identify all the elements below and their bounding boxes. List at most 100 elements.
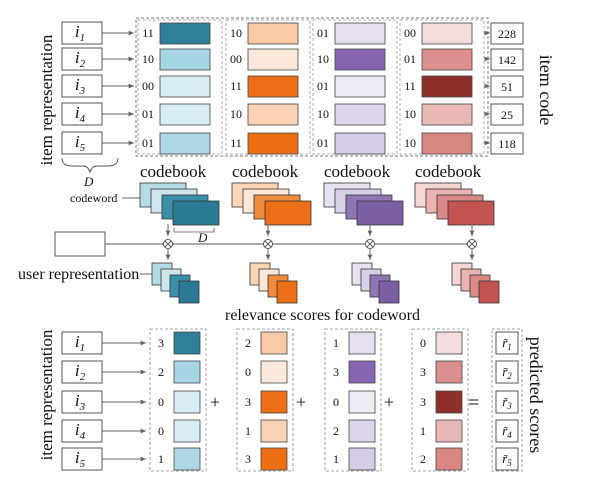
- bottom-score-3-4: 2: [333, 424, 339, 438]
- mult-cross-3: [366, 240, 374, 248]
- top-item-label-1: i1: [75, 22, 85, 44]
- top-item-label-5: i5: [75, 132, 86, 154]
- mult-cross-1: [164, 240, 172, 248]
- top-code-3-5: 01: [317, 136, 329, 150]
- top-code-2-3: 11: [230, 79, 242, 93]
- bottom-score-3-1: 1: [333, 336, 339, 350]
- bottom-item-label-5-sub: 5: [80, 458, 86, 470]
- top-item-label-1-symbol: i: [75, 22, 80, 41]
- item-code-box-5: [490, 132, 524, 155]
- top-item-label-4: i4: [75, 103, 86, 125]
- top-code-1-2: 10: [142, 52, 154, 66]
- predicted-symbol-3: r̃: [502, 394, 509, 409]
- predicted-score-boxes: r̃1r̃2r̃3r̃4r̃5: [491, 328, 523, 472]
- bottom-score-column-2: [236, 328, 294, 472]
- codebook-3-layer-4: [356, 200, 404, 226]
- relevance-2-layer-4: [276, 280, 298, 304]
- top-item-label-2-sub: 2: [80, 58, 86, 70]
- bottom-score-4-3: 3: [420, 395, 426, 409]
- top-code-4-4: 10: [404, 107, 416, 121]
- codebook-label-2: codebook: [232, 162, 299, 181]
- bottom-score-1-3: 0: [158, 395, 164, 409]
- predicted-box-1: [495, 331, 519, 355]
- top-cell-4-4: [421, 103, 473, 126]
- bottom-score-4-1: 0: [420, 336, 426, 350]
- bottom-cell-1-3: [173, 390, 201, 414]
- top-cell-2-1: [247, 22, 299, 45]
- bottom-item-label-4-sub: 4: [80, 430, 86, 442]
- item-code-value-4: 25: [501, 108, 513, 122]
- top-cell-4-5: [421, 132, 473, 155]
- top-code-4-2: 01: [404, 52, 416, 66]
- bottom-score-column-4: [411, 328, 469, 472]
- top-code-1-4: 01: [142, 107, 154, 121]
- top-item-label-5-sub: 5: [80, 142, 86, 154]
- item-code-value-5: 118: [498, 137, 516, 151]
- codeword-label: codeword: [70, 191, 117, 205]
- top-code-3-4: 10: [317, 107, 329, 121]
- bottom-item-label-4: i4: [75, 420, 86, 442]
- top-cell-3-4: [334, 103, 386, 126]
- item-code-box-3: [490, 75, 524, 98]
- top-cell-4-2: [421, 48, 473, 71]
- top-item-label-4-symbol: i: [75, 103, 80, 122]
- codebook-label-1: codebook: [140, 162, 207, 181]
- bottom-item-label-1: i1: [75, 332, 85, 354]
- top-code-4-1: 00: [404, 26, 416, 40]
- top-code-1-5: 01: [142, 136, 154, 150]
- top-item-label-3: i3: [75, 75, 86, 97]
- top-code-1-1: 11: [142, 26, 154, 40]
- codebook-1-layer-4: [172, 200, 220, 226]
- bottom-cell-1-2: [173, 360, 201, 384]
- item-code-box-4: [490, 103, 524, 126]
- item-code-box-1: [490, 22, 524, 45]
- top-item-label-3-sub: 3: [79, 85, 86, 97]
- predicted-box-4: [495, 419, 519, 443]
- predicted-label-5: r̃5: [502, 451, 512, 468]
- dim-bracket: [173, 228, 215, 233]
- item-code-label: item code: [536, 55, 556, 125]
- top-code-2-1: 10: [230, 26, 242, 40]
- top-cell-1-1: [159, 22, 211, 45]
- bottom-item-label-4-symbol: i: [75, 420, 80, 439]
- top-cell-2-5: [247, 132, 299, 155]
- bottom-score-2-3: 3: [245, 395, 251, 409]
- bottom-cell-2-5: [260, 447, 288, 471]
- top-item-label-5-symbol: i: [75, 132, 80, 151]
- top-item-label-2: i2: [75, 48, 86, 70]
- top-item-label-4-sub: 4: [80, 113, 86, 125]
- codeword-dim-label-right: D: [197, 230, 208, 245]
- bottom-score-1-2: 2: [158, 365, 164, 379]
- bottom-score-1-5: 1: [158, 452, 164, 466]
- top-cell-1-4: [159, 103, 211, 126]
- item-code-value-2: 142: [498, 53, 516, 67]
- predicted-label-3: r̃3: [502, 394, 512, 411]
- item-code-value-1: 228: [498, 27, 516, 41]
- bottom-cell-2-3: [260, 390, 288, 414]
- bottom-cell-1-4: [173, 419, 201, 443]
- relevance-4-layer-4: [478, 280, 500, 304]
- bottom-score-2-2: 0: [245, 365, 251, 379]
- predicted-box-3: [495, 390, 519, 414]
- top-code-3-3: 01: [317, 79, 329, 93]
- top-cell-1-3: [159, 75, 211, 98]
- top-cell-1-5: [159, 132, 211, 155]
- bottom-item-label-1-symbol: i: [75, 332, 80, 351]
- top-cell-4-3: [421, 75, 473, 98]
- bottom-cell-1-1: [173, 331, 201, 355]
- codebook-4-layer-4: [447, 200, 495, 226]
- top-cell-1-2: [159, 48, 211, 71]
- predicted-box-5: [495, 447, 519, 471]
- bottom-score-3-2: 3: [333, 365, 339, 379]
- predicted-sub-4: 4: [507, 430, 512, 440]
- top-cell-2-4: [247, 103, 299, 126]
- top-code-1-3: 00: [142, 79, 154, 93]
- bottom-cell-2-1: [260, 331, 288, 355]
- predicted-sub-3: 3: [506, 401, 512, 411]
- top-cell-3-5: [334, 132, 386, 155]
